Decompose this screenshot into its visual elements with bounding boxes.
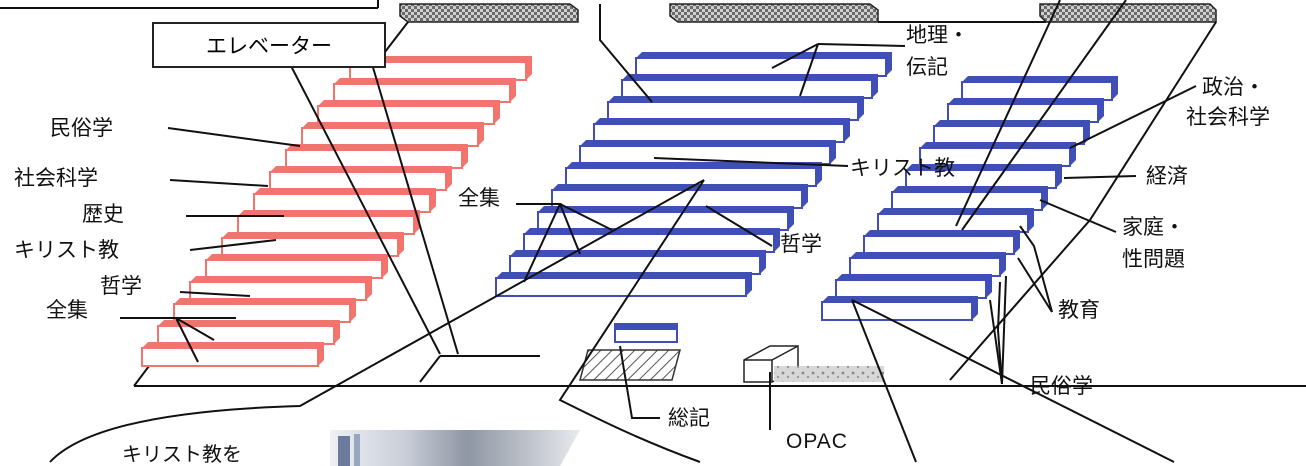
leader-lines-middle (516, 4, 906, 430)
right-shelf-row (891, 186, 1048, 211)
label-left-social-science: 社会科学 (14, 166, 98, 190)
right-shelf-row (961, 76, 1118, 101)
label-middle-christianity: キリスト教 (850, 156, 955, 180)
right-shelf-row (947, 98, 1104, 123)
label-right-education: 教育 (1058, 298, 1100, 322)
middle-shelf-row (551, 184, 808, 209)
top-walls (399, 3, 1217, 23)
middle-shelf-row (565, 162, 822, 187)
label-left-folklore: 民俗学 (50, 116, 113, 140)
bookshelf-photo (330, 430, 580, 466)
label-middle-geography-line1: 地理・ (906, 23, 969, 47)
label-left-philosophy: 哲学 (100, 274, 142, 298)
middle-shelf-row (593, 118, 850, 143)
floor-outline (133, 21, 1306, 387)
right-shelf-row (877, 208, 1034, 233)
left-shelf-group (141, 56, 532, 367)
label-right-politics-line1: 政治・ (1202, 75, 1265, 99)
middle-shelf-row (621, 74, 878, 99)
right-shelf-row (821, 296, 978, 321)
left-shelf-row (301, 122, 484, 147)
middle-shelf-row (509, 250, 766, 275)
left-shelf-row (333, 78, 516, 103)
left-shelf-row (317, 100, 500, 125)
middle-shelf-row (537, 206, 794, 231)
middle-shelf-row (495, 272, 752, 297)
right-shelf-row (933, 120, 1090, 145)
top-left-frame (0, 0, 379, 9)
left-shelf-row (141, 342, 324, 367)
leader-lines-right (989, 85, 1197, 385)
right-shelf-row (835, 274, 992, 299)
label-right-economics: 経済 (1146, 164, 1188, 188)
elevator-label: エレベーター (152, 22, 386, 68)
label-right-home-line2: 性問題 (1122, 247, 1185, 271)
leader-lines-left (120, 127, 301, 363)
label-left-christianity: キリスト教 (14, 238, 119, 262)
left-shelf-row (189, 276, 372, 301)
opac-terminal (743, 345, 884, 383)
label-middle-philosophy: 哲学 (780, 232, 822, 256)
callout-wedges (49, 0, 1175, 463)
right-shelf-group (821, 76, 1118, 321)
label-left-history: 歴史 (82, 202, 124, 226)
left-shelf-row (237, 210, 420, 235)
right-shelf-row (863, 230, 1020, 255)
middle-shelf-row (523, 228, 780, 253)
label-middle-geography-line2: 伝記 (906, 55, 948, 79)
bubble-caption: キリスト教を (122, 442, 242, 466)
label-general-works: 総記 (668, 406, 710, 430)
right-shelf-row (849, 252, 1006, 277)
middle-shelf-group (495, 52, 892, 297)
general-works-shelf (579, 323, 681, 381)
label-right-folklore: 民俗学 (1030, 374, 1093, 398)
left-shelf-row (285, 144, 468, 169)
label-opac: OPAC (786, 430, 848, 453)
label-right-politics-line2: 社会科学 (1186, 105, 1270, 129)
left-shelf-row (205, 254, 388, 279)
left-shelf-row (269, 166, 452, 191)
left-shelf-row (253, 188, 436, 213)
middle-shelf-row (635, 52, 892, 77)
middle-shelf-row (607, 96, 864, 121)
label-left-complete-works: 全集 (46, 298, 88, 322)
label-middle-complete-works: 全集 (458, 186, 500, 210)
label-right-home-line1: 家庭・ (1122, 215, 1185, 239)
